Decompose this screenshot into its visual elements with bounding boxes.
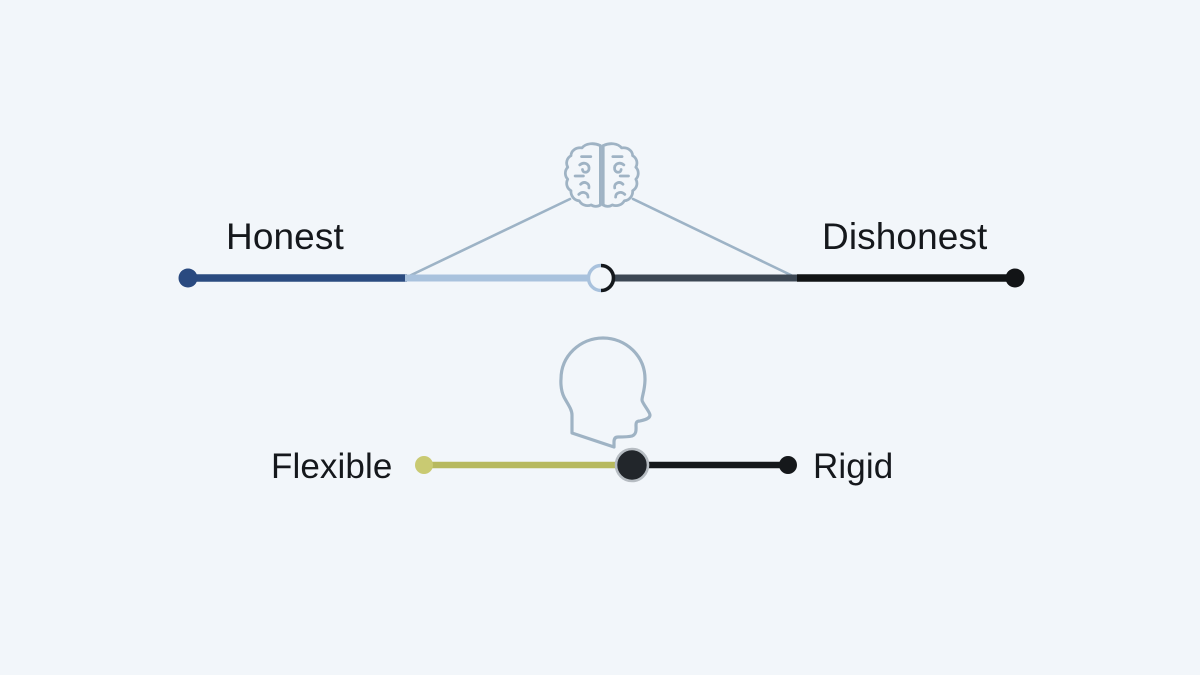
brain-connector-right (631, 197, 799, 280)
honesty-slider-knob[interactable] (586, 263, 616, 293)
flexible-endpoint-dot[interactable] (415, 456, 433, 474)
dishonest-endpoint-dot[interactable] (1005, 268, 1025, 288)
rigid-endpoint-dot[interactable] (779, 456, 797, 474)
brain-connector-lines (403, 197, 799, 280)
head-profile-icon (559, 336, 652, 449)
rigid-label: Rigid (813, 447, 893, 486)
honesty-slider[interactable]: Honest Dishonest (178, 142, 1025, 293)
flexible-label: Flexible (271, 447, 392, 486)
rigidity-slider-knob[interactable] (614, 447, 650, 483)
brain-icon (563, 142, 640, 208)
dishonest-label: Dishonest (822, 216, 988, 257)
rigidity-slider[interactable]: Flexible Rigid (271, 336, 893, 486)
brain-connector-left (403, 197, 572, 280)
honest-endpoint-dot[interactable] (178, 268, 198, 288)
honest-label: Honest (226, 216, 344, 257)
